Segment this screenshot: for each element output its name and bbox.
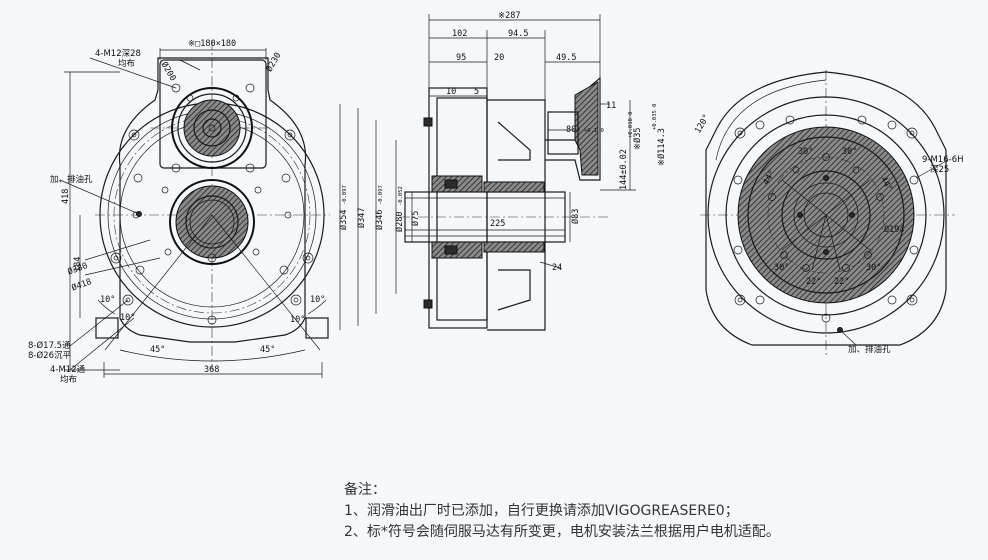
front-dia-418-label: Ø418 [70, 276, 93, 293]
side-dia-75-label: Ø75 [410, 211, 421, 226]
back-angle-30c-label: 30° [774, 263, 789, 273]
front-angle-10-right-label: 10° [310, 295, 325, 305]
side-section-view: ※287 102 94.5 95 20 49.5 10 5 11 80 +0.1… [338, 11, 667, 331]
side-tol-346-label: -0.097 [378, 185, 384, 205]
side-len-95-label: 95 [456, 53, 466, 63]
front-angle-10-left-label: 10° [100, 295, 115, 305]
front-angle-10-right2-label: 10° [290, 315, 305, 325]
side-len-11-label: 11 [606, 101, 616, 111]
side-tol-114-label: +0.035 0 [652, 104, 658, 131]
side-len-49-5-label: 49.5 [556, 53, 576, 63]
side-dia-35-label: ※Ø35 [632, 128, 643, 150]
back-dia-194-label: Ø194 [884, 224, 904, 235]
notes-line-2: 2、标*符号会随伺服马达有所变更，电机安装法兰根据用户电机适配。 [344, 524, 780, 540]
side-len-24-label: 24 [552, 263, 562, 273]
front-angle-10-left2-label: 10° [120, 313, 135, 323]
front-dia-230-label: Ø230 [264, 50, 284, 73]
side-dia-114-label: ※Ø114.3 [656, 128, 667, 166]
side-tol-80-label: +0.1 0 [584, 128, 604, 134]
back-tap-9-sub-label: 深25 [930, 165, 949, 175]
side-dia-280-label: Ø280 [394, 212, 405, 232]
front-height-184-label: 184 [73, 257, 83, 272]
front-height-418-label: 418 [61, 189, 71, 204]
front-square-label: ※□180×180 [188, 39, 236, 49]
front-holes-8-label: 8-Ø17.5通 [28, 340, 71, 351]
side-len-10-label: 10 [446, 87, 456, 97]
front-cbore-8-label: 8-Ø26沉平 [28, 350, 71, 361]
front-tap-top-label: 4-M12深28 [95, 49, 141, 59]
side-len-102-label: 102 [452, 29, 467, 39]
notes-block: 备注： 1、润滑油出厂时已添加，自行更换请添加VIGOGREASERE0； 2、… [344, 480, 780, 543]
side-dia-354-label: Ø354 [338, 210, 349, 230]
back-oil-fill-label: 加、排油孔 [848, 344, 891, 355]
side-tol-354-label: -0.097 [342, 185, 348, 205]
side-dia-347-label: Ø347 [356, 208, 367, 228]
side-len-20-label: 20 [494, 53, 504, 63]
side-len-287-label: ※287 [498, 11, 520, 21]
back-angle-30d-label: 30° [866, 263, 881, 273]
front-tap-bottom-label: 4-M12通 [50, 364, 86, 375]
back-angle-22b-label: 22° [834, 277, 849, 287]
back-angle-30a-label: 30° [798, 147, 813, 157]
back-angle-30b-label: 30° [842, 147, 857, 157]
back-tap-9-label: 9-M16-6H [922, 155, 964, 165]
side-len-94-5-label: 94.5 [508, 29, 528, 39]
side-tol-280-label: -0.052 [398, 186, 404, 206]
front-tap-bottom-sub-label: 均布 [60, 374, 77, 385]
side-len-5-label: 5 [474, 87, 479, 97]
side-len-80-label: 80 [566, 125, 576, 135]
back-view: 120° 9-M16-6H 深25 30° 30° 44° 44° 30° 30… [693, 70, 964, 356]
notes-line-1: 1、润滑油出厂时已添加，自行更换请添加VIGOGREASERE0； [344, 503, 739, 519]
side-len-225-label: 225 [490, 219, 505, 229]
side-dia-346-label: Ø346 [374, 210, 385, 230]
front-angle-45-right-label: 45° [260, 345, 275, 355]
front-angle-45-left-label: 45° [150, 345, 165, 355]
side-len-144-label: 144±0.02 [619, 149, 629, 190]
front-oil-fill-label: 加、排油孔 [50, 174, 93, 185]
back-angle-22a-label: 22° [806, 277, 821, 287]
side-tol-35-label: +0.018 0 [628, 112, 634, 139]
back-angle-120-label: 120° [693, 113, 712, 136]
notes-title: 备注： [344, 482, 386, 498]
side-dia-83-label: Ø83 [570, 209, 581, 224]
front-tap-top-sub-label: 均布 [118, 58, 135, 69]
front-view: 4-M12深28 均布 ※□180×180 Ø230 Ø200 加、排油孔 41… [28, 39, 330, 385]
front-width-368-label: 368 [204, 365, 219, 375]
front-dia-200-label: Ø200 [159, 60, 179, 83]
